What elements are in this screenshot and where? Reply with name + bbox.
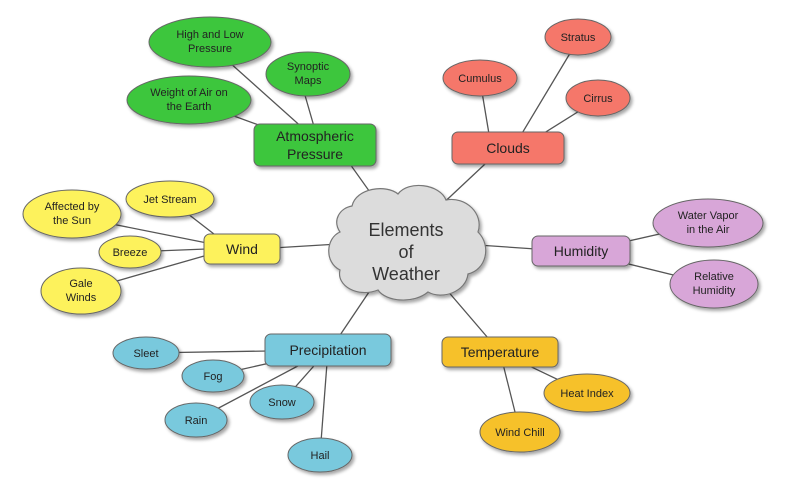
leaf-ellipse <box>442 59 518 97</box>
category-box <box>441 336 559 368</box>
category-wind: Wind <box>203 233 281 265</box>
leaf-label-line: Breeze <box>113 247 148 259</box>
leaf-cumulus: Cumulus <box>442 59 518 97</box>
leaf-label-line: Rain <box>185 415 208 427</box>
center-label-line: Weather <box>372 264 440 284</box>
category-temperature: Temperature <box>441 336 559 368</box>
connector <box>514 39 579 146</box>
leaf-label-line: Cirrus <box>583 93 613 105</box>
leaf-label-line: High and Low <box>176 29 243 41</box>
leaf-ellipse <box>164 402 228 438</box>
leaf-ellipse <box>40 267 122 315</box>
category-label-line: Atmospheric <box>276 128 354 144</box>
leaf-label-line: Gale <box>69 278 92 290</box>
leaf-label-line: Fog <box>204 371 223 383</box>
leaf-heat-index: Heat Index <box>543 373 631 413</box>
center-cloud-shape <box>328 184 487 301</box>
leaf-relative-humidity: Relative Humidity <box>669 259 759 309</box>
leaf-breeze: Breeze <box>98 235 162 269</box>
center-node: Elements of Weather <box>328 184 487 301</box>
leaf-fog: Fog <box>181 359 245 393</box>
leaf-ellipse <box>181 359 245 393</box>
leaf-label-line: Synoptic <box>287 61 330 73</box>
leaf-gale-winds: Gale Winds <box>40 267 122 315</box>
leaf-label-line: Affected by <box>45 201 100 213</box>
leaf-ellipse <box>148 16 272 68</box>
leaf-label-line: Winds <box>66 292 97 304</box>
leaf-ellipse <box>544 18 612 56</box>
leaf-label-line: Weight of Air on <box>150 87 227 99</box>
category-box <box>451 131 565 165</box>
category-label-line: Pressure <box>287 146 343 162</box>
leaf-label-line: Water Vapor <box>678 210 739 222</box>
leaf-label-line: the Sun <box>53 215 91 227</box>
leaf-ellipse <box>112 336 180 370</box>
leaf-ellipse <box>249 384 315 420</box>
leaf-weight-of-air: Weight of Air on the Earth <box>126 75 252 125</box>
category-box <box>253 123 377 167</box>
leaf-label-line: Humidity <box>693 285 736 297</box>
leaf-sleet: Sleet <box>112 336 180 370</box>
leaf-label-line: Jet Stream <box>143 194 196 206</box>
leaf-ellipse <box>98 235 162 269</box>
leaf-label-line: Relative <box>694 271 734 283</box>
category-label-line: Wind <box>226 241 258 257</box>
category-box <box>203 233 281 265</box>
leaf-synoptic-maps: Synoptic Maps <box>265 51 351 97</box>
center-label-line: Elements <box>368 220 443 240</box>
leaf-jet-stream: Jet Stream <box>125 180 215 218</box>
leaf-ellipse <box>125 180 215 218</box>
leaf-label-line: Sleet <box>133 348 158 360</box>
category-label-line: Precipitation <box>289 342 366 358</box>
leaf-wind-chill: Wind Chill <box>479 411 561 453</box>
leaf-label-line: in the Air <box>687 224 730 236</box>
leaf-high-and-low-pressure: High and Low Pressure <box>148 16 272 68</box>
category-box <box>264 333 392 367</box>
leaf-label-line: Maps <box>295 75 322 87</box>
leaf-ellipse <box>265 51 351 97</box>
leaf-ellipse <box>22 189 122 239</box>
leaf-label-line: Hail <box>311 450 330 462</box>
leaf-hail: Hail <box>287 437 353 473</box>
leaf-ellipse <box>479 411 561 453</box>
leaf-ellipse <box>126 75 252 125</box>
connector <box>319 349 329 456</box>
category-label-line: Humidity <box>554 243 608 259</box>
leaf-label-line: the Earth <box>167 101 212 113</box>
leaf-ellipse <box>565 79 631 117</box>
leaf-ellipse <box>652 198 764 248</box>
leaf-stratus: Stratus <box>544 18 612 56</box>
category-clouds: Clouds <box>451 131 565 165</box>
leaf-label-line: Cumulus <box>458 73 502 85</box>
category-atmospheric-pressure: Atmospheric Pressure <box>253 123 377 167</box>
category-precipitation: Precipitation <box>264 333 392 367</box>
center-label-line: of <box>398 242 414 262</box>
leaf-label-line: Pressure <box>188 43 232 55</box>
leaf-ellipse <box>669 259 759 309</box>
category-box <box>531 235 631 267</box>
leaf-ellipse <box>287 437 353 473</box>
leaf-label-line: Stratus <box>561 32 596 44</box>
leaf-label-line: Heat Index <box>560 388 614 400</box>
leaf-snow: Snow <box>249 384 315 420</box>
leaf-label-line: Wind Chill <box>495 427 545 439</box>
category-label-line: Clouds <box>486 140 530 156</box>
leaf-ellipse <box>543 373 631 413</box>
leaf-rain: Rain <box>164 402 228 438</box>
leaf-label-line: Snow <box>268 397 296 409</box>
category-label-line: Temperature <box>461 344 540 360</box>
leaf-cirrus: Cirrus <box>565 79 631 117</box>
leaf-affected-by-the-sun: Affected by the Sun <box>22 189 122 239</box>
leaf-water-vapor: Water Vapor in the Air <box>652 198 764 248</box>
category-humidity: Humidity <box>531 235 631 267</box>
